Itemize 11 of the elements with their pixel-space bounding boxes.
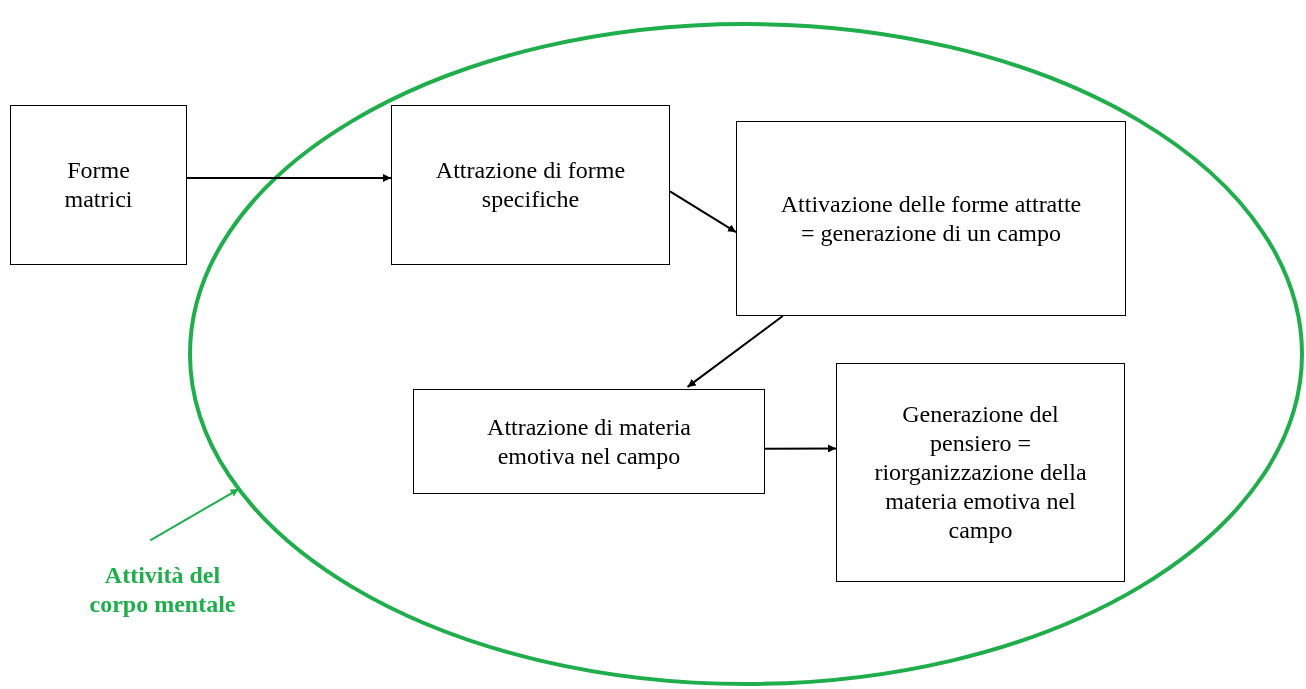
process-box: Generazione del pensiero = riorganizzazione della materia emotiva nel campo [836, 363, 1125, 582]
arrow [686, 315, 784, 388]
process-box: Attrazione di materia emotiva nel campo [413, 389, 765, 494]
arrow [764, 444, 837, 453]
arrow [669, 190, 737, 234]
arrow [186, 173, 392, 182]
arrow [149, 488, 240, 542]
process-box: Attivazione delle forme attratte = generazione di un campo [736, 121, 1126, 316]
process-box: Forme matrici [10, 105, 187, 265]
annotation-text: Attività del corpo mentale [75, 550, 250, 630]
process-box: Attrazione di forme specifiche [391, 105, 670, 265]
